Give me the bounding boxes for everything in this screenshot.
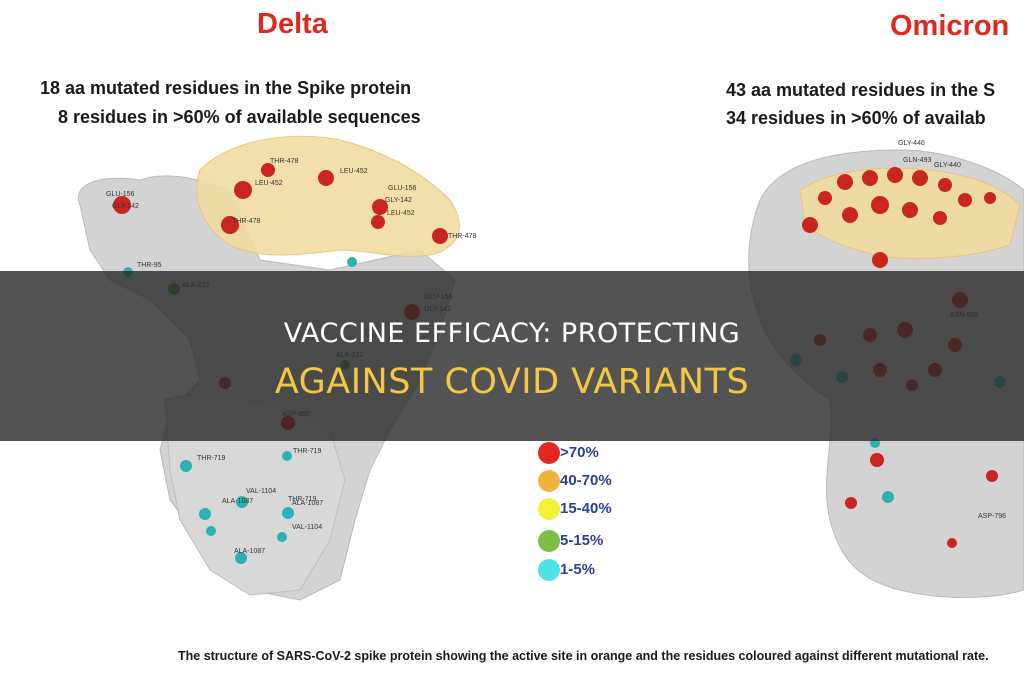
residue-label: ASP-796 xyxy=(978,513,1007,520)
omicron-subtitle-line2: 34 residues in >60% of availab xyxy=(726,108,986,128)
residue-label: GLY-142 xyxy=(385,197,412,204)
residue-label: THR-719 xyxy=(288,496,317,503)
omicron-title: Omicron xyxy=(890,10,1010,42)
residue-label: GLU-156 xyxy=(106,191,135,198)
residue-label: THR-719 xyxy=(293,448,322,455)
residue-label: ALA-1087 xyxy=(292,500,324,507)
residue-label: THR-478 xyxy=(448,233,477,240)
residue-label: VAL-1104 xyxy=(246,488,277,495)
residue-label: THR-719 xyxy=(197,455,226,462)
legend-label: >70% xyxy=(560,444,599,461)
legend-label: 40-70% xyxy=(560,472,612,489)
delta-subtitle-line2: 8 residues in >60% of available sequence… xyxy=(58,107,421,127)
legend-swatch xyxy=(538,442,560,464)
residue-label: VAL-1104 xyxy=(292,524,323,531)
delta-subtitle-line1: 18 aa mutated residues in the Spike prot… xyxy=(40,78,412,98)
legend-label: 5-15% xyxy=(560,532,604,549)
banner-title-line1: VACCINE EFFICACY: PROTECTING xyxy=(283,318,741,349)
delta-title: Delta xyxy=(257,8,328,40)
legend-swatch xyxy=(538,498,560,520)
legend-swatch xyxy=(538,470,560,492)
legend-swatch xyxy=(538,530,560,552)
residue-label: LEU-452 xyxy=(387,210,415,217)
omicron-subtitle-line1: 43 aa mutated residues in the S xyxy=(726,80,996,100)
legend-label: 1-5% xyxy=(560,561,596,578)
banner-title-line2: AGAINST COVID VARIANTS xyxy=(274,362,750,402)
residue-label: ALA-1087 xyxy=(222,498,254,505)
residue-label: LEU-452 xyxy=(340,168,368,175)
figure-caption: The structure of SARS-CoV-2 spike protei… xyxy=(178,649,989,663)
residue-label: GLY-440 xyxy=(934,162,961,169)
legend-swatch xyxy=(538,559,560,581)
residue-label: GLU-156 xyxy=(388,185,417,192)
residue-label: ALA-1087 xyxy=(234,548,266,555)
residue-label: GLN-493 xyxy=(903,157,932,164)
residue-label: THR-478 xyxy=(270,158,299,165)
residue-label: THR-478 xyxy=(232,218,261,225)
title-banner xyxy=(0,271,1024,441)
residue-label: THR-95 xyxy=(137,262,162,269)
residue-label: GLY-446 xyxy=(898,140,925,147)
residue-label: LEU-452 xyxy=(255,180,283,187)
legend-label: 15-40% xyxy=(560,500,612,517)
residue-label: GLY-142 xyxy=(112,203,139,210)
